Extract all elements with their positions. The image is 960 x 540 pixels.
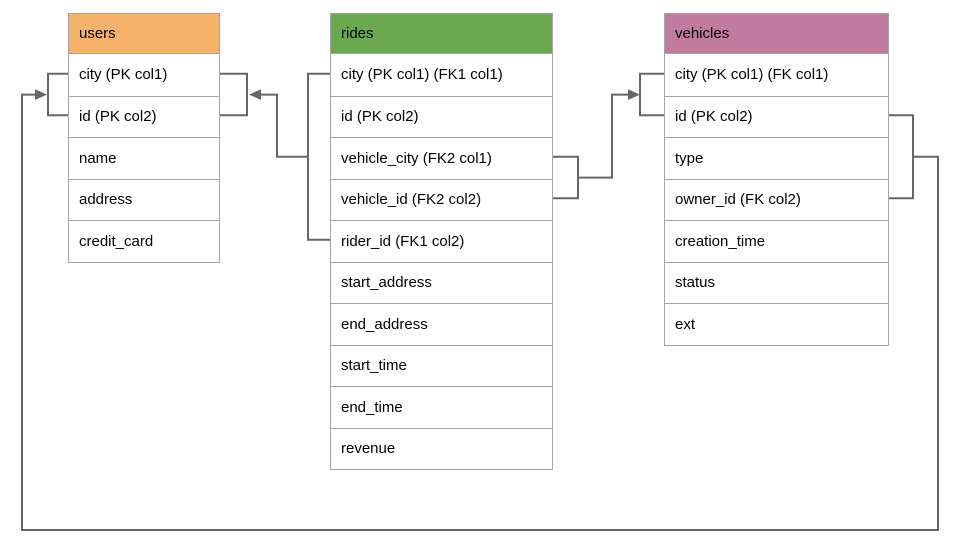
rides-row-start-time: start_time [331,344,552,386]
fk-users-bracket [47,72,68,117]
rides-row-vehicle-id: vehicle_id (FK2 col2) [331,178,552,220]
fk2-connector-line [578,93,628,179]
vehicles-row-ext: ext [665,303,888,345]
users-row-address: address [69,178,219,220]
rides-row-city: city (PK col1) (FK1 col1) [331,54,552,96]
rides-row-start-address: start_address [331,261,552,303]
table-rides-title: rides [331,14,552,54]
users-row-id: id (PK col2) [69,95,219,137]
fk-arrowhead-icon [35,89,47,100]
table-users: users city (PK col1) id (PK col2) name a… [68,13,220,263]
vehicles-row-id: id (PK col2) [665,95,888,137]
fk-vehicles-bracket [889,114,914,200]
rides-row-end-time: end_time [331,386,552,428]
fk1-connector-line [261,93,308,158]
fk2-arrowhead-icon [628,89,640,100]
rides-row-vehicle-city: vehicle_city (FK2 col1) [331,137,552,179]
table-vehicles: vehicles city (PK col1) (FK col1) id (PK… [664,13,889,346]
table-vehicles-title: vehicles [665,14,888,54]
rides-row-id: id (PK col2) [331,95,552,137]
users-row-name: name [69,137,219,179]
fk-connector-line [21,93,939,531]
fk2-vehicles-bracket [639,72,664,117]
vehicles-row-owner-id: owner_id (FK col2) [665,178,888,220]
fk1-users-bracket [220,72,248,117]
rides-row-revenue: revenue [331,427,552,469]
table-rides: rides city (PK col1) (FK1 col1) id (PK c… [330,13,553,470]
users-row-city: city (PK col1) [69,54,219,96]
vehicles-row-type: type [665,137,888,179]
rides-row-end-address: end_address [331,303,552,345]
vehicles-row-city: city (PK col1) (FK col1) [665,54,888,96]
users-row-credit-card: credit_card [69,220,219,262]
fk1-rides-bracket [307,72,330,241]
table-users-title: users [69,14,219,54]
fk2-rides-bracket [553,155,579,200]
vehicles-row-creation-time: creation_time [665,220,888,262]
rides-row-rider-id: rider_id (FK1 col2) [331,220,552,262]
vehicles-row-status: status [665,261,888,303]
fk1-arrowhead-icon [249,89,261,100]
